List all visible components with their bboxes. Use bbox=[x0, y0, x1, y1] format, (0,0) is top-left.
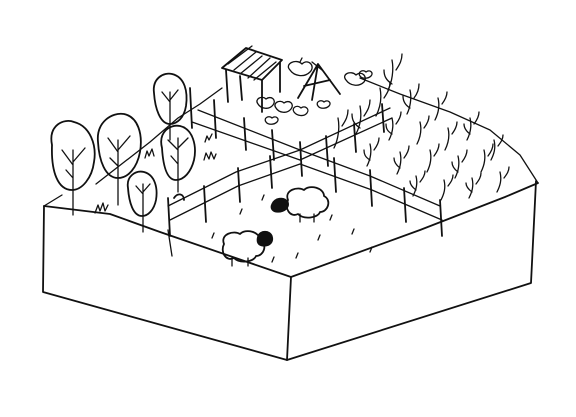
shed-roof bbox=[221, 47, 283, 81]
trees bbox=[50, 72, 196, 233]
tent bbox=[297, 61, 341, 101]
crop-plants bbox=[333, 53, 510, 201]
block-top-rim bbox=[43, 182, 539, 278]
pumpkins bbox=[256, 57, 373, 125]
block-front-edge bbox=[286, 276, 292, 361]
block-right-face bbox=[286, 180, 537, 361]
block-left-face bbox=[42, 205, 288, 361]
shed bbox=[221, 45, 283, 113]
terrain-block bbox=[42, 77, 539, 361]
sheep-2-head bbox=[256, 230, 274, 247]
sheep-1-head bbox=[270, 197, 289, 213]
fence bbox=[167, 87, 443, 257]
grass-tufts bbox=[94, 133, 217, 214]
tree-4 bbox=[160, 124, 196, 193]
tree-2 bbox=[97, 112, 142, 206]
tree-3 bbox=[152, 72, 188, 141]
sheep-2 bbox=[221, 230, 274, 267]
tree-1 bbox=[50, 120, 96, 216]
sheep-1 bbox=[270, 186, 330, 223]
tree-5 bbox=[126, 170, 158, 233]
pasture-strokes bbox=[211, 194, 373, 263]
